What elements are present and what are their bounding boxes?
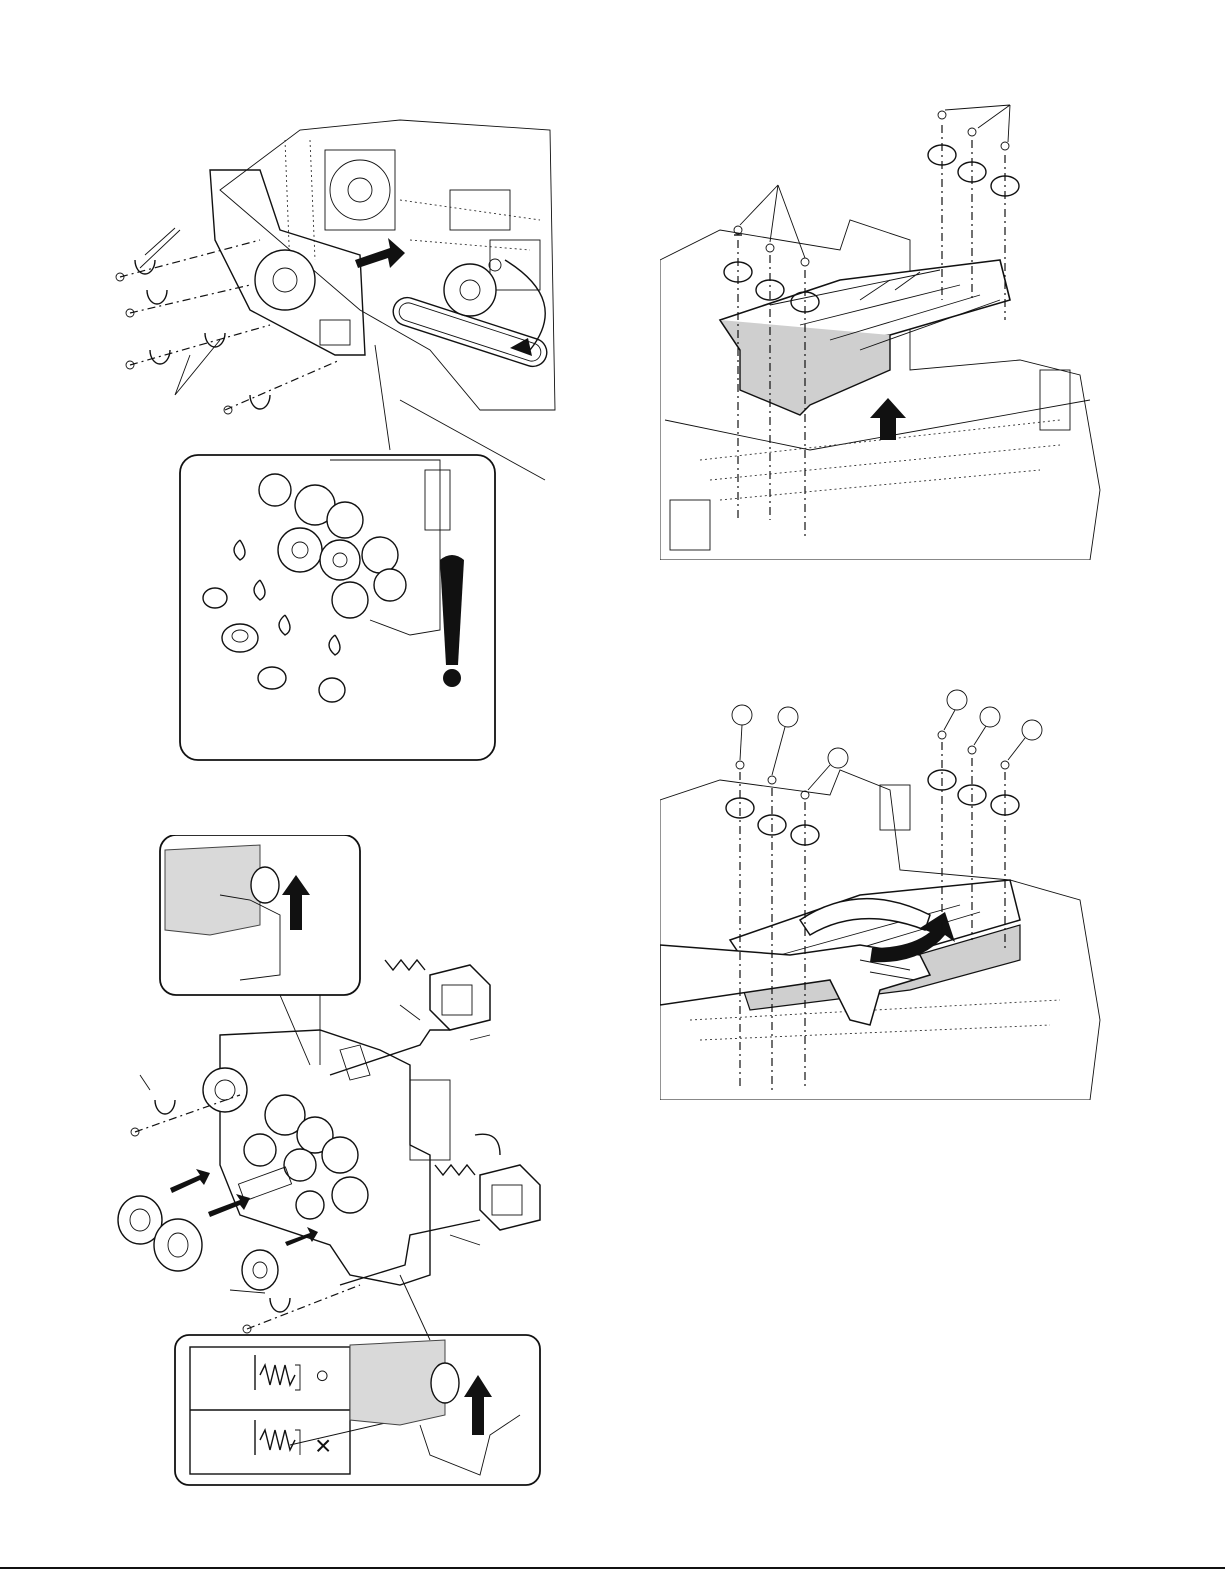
screw-icon xyxy=(726,705,754,1090)
solenoid-icon xyxy=(480,1165,540,1230)
spring-icon xyxy=(385,960,425,970)
screw-icon xyxy=(224,360,340,414)
belt-direction-arrow-icon xyxy=(505,260,545,350)
screw-icon xyxy=(116,240,260,281)
incorrect-mark: × xyxy=(315,1430,331,1461)
solenoid-icon xyxy=(430,965,490,1030)
motor-icon xyxy=(255,250,315,310)
figure-drive-unit-gears: ○ × xyxy=(100,835,560,1505)
footer-rule xyxy=(0,1567,1225,1569)
spring-icon xyxy=(435,1165,475,1175)
duct-cover-illustration xyxy=(660,100,1110,560)
gear-icon xyxy=(154,1194,250,1271)
correct-mark: ○ xyxy=(315,1362,330,1389)
cover-rotate-illustration xyxy=(660,680,1110,1100)
figure-motor-unit-removal xyxy=(100,110,560,770)
screw-icon xyxy=(230,1285,360,1333)
remove-arrow-icon xyxy=(355,238,405,268)
drive-unit-illustration: ○ × xyxy=(100,835,560,1505)
figure-duct-cover-removal xyxy=(660,100,1110,560)
gear-icon xyxy=(242,1227,318,1290)
screw-icon xyxy=(126,285,250,317)
screw-icon xyxy=(126,325,270,369)
motor-icon-2 xyxy=(444,264,496,316)
fan-icon xyxy=(325,150,395,230)
gear-cluster xyxy=(203,1068,368,1219)
motor-unit-illustration xyxy=(100,110,560,770)
screw-icon xyxy=(758,707,798,1090)
figure-cover-screws-rotate xyxy=(660,680,1110,1100)
